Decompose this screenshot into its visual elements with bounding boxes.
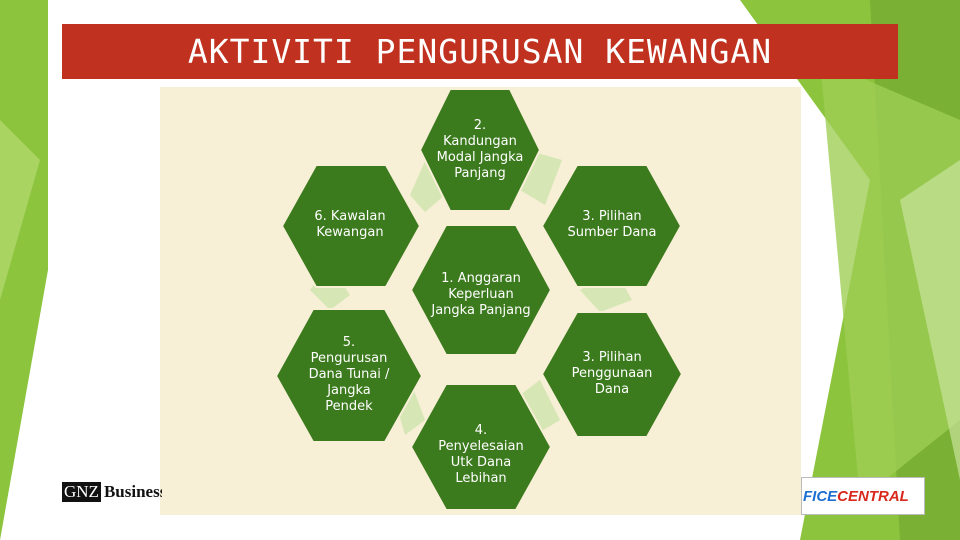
hexagon-label-3-sumber: 3. Pilihan Sumber Dana bbox=[567, 209, 657, 240]
gnz-logo-mark: GNZ bbox=[62, 482, 101, 502]
hexagon-label-4: 4. Penyelesaian Utk Dana Lebihan bbox=[438, 423, 524, 486]
hexagon-label-6: 6. Kawalan Kewangan bbox=[314, 209, 386, 240]
connector bbox=[410, 150, 445, 212]
hexagon-label-1: 1. Anggaran Keperluan Jangka Panjang bbox=[431, 271, 531, 318]
logo-text-part2: CENTRAL bbox=[837, 487, 909, 505]
hexagon-6 bbox=[280, 164, 422, 288]
page-title: AKTIVITI PENGURUSAN KEWANGAN bbox=[187, 32, 773, 71]
hexagon-5 bbox=[274, 308, 424, 443]
hexagons bbox=[274, 88, 684, 511]
hexagon-label-2: 2. Kandungan Modal Jangka Panjang bbox=[436, 118, 524, 181]
hexagon-2 bbox=[418, 88, 542, 212]
hexagon-4 bbox=[409, 383, 553, 511]
title-bar: AKTIVITI PENGURUSAN KEWANGAN bbox=[62, 24, 898, 79]
hexagon-3a bbox=[540, 164, 683, 288]
gnz-business-logo: GNZ Business bbox=[62, 478, 162, 506]
office-central-logo: FICECENTRAL bbox=[801, 477, 925, 515]
gnz-logo-text: Business bbox=[103, 482, 162, 501]
hexagon-3b bbox=[540, 311, 684, 438]
hexagon-label-5: 5. Pengurusan Dana Tunai / Jangka Pendek bbox=[308, 335, 390, 414]
hexagon-label-3-penggunaan: 3. Pilihan Penggunaan Dana bbox=[571, 350, 653, 397]
hexagon-1 bbox=[409, 224, 553, 356]
logo-text-part1: FICE bbox=[803, 487, 838, 505]
